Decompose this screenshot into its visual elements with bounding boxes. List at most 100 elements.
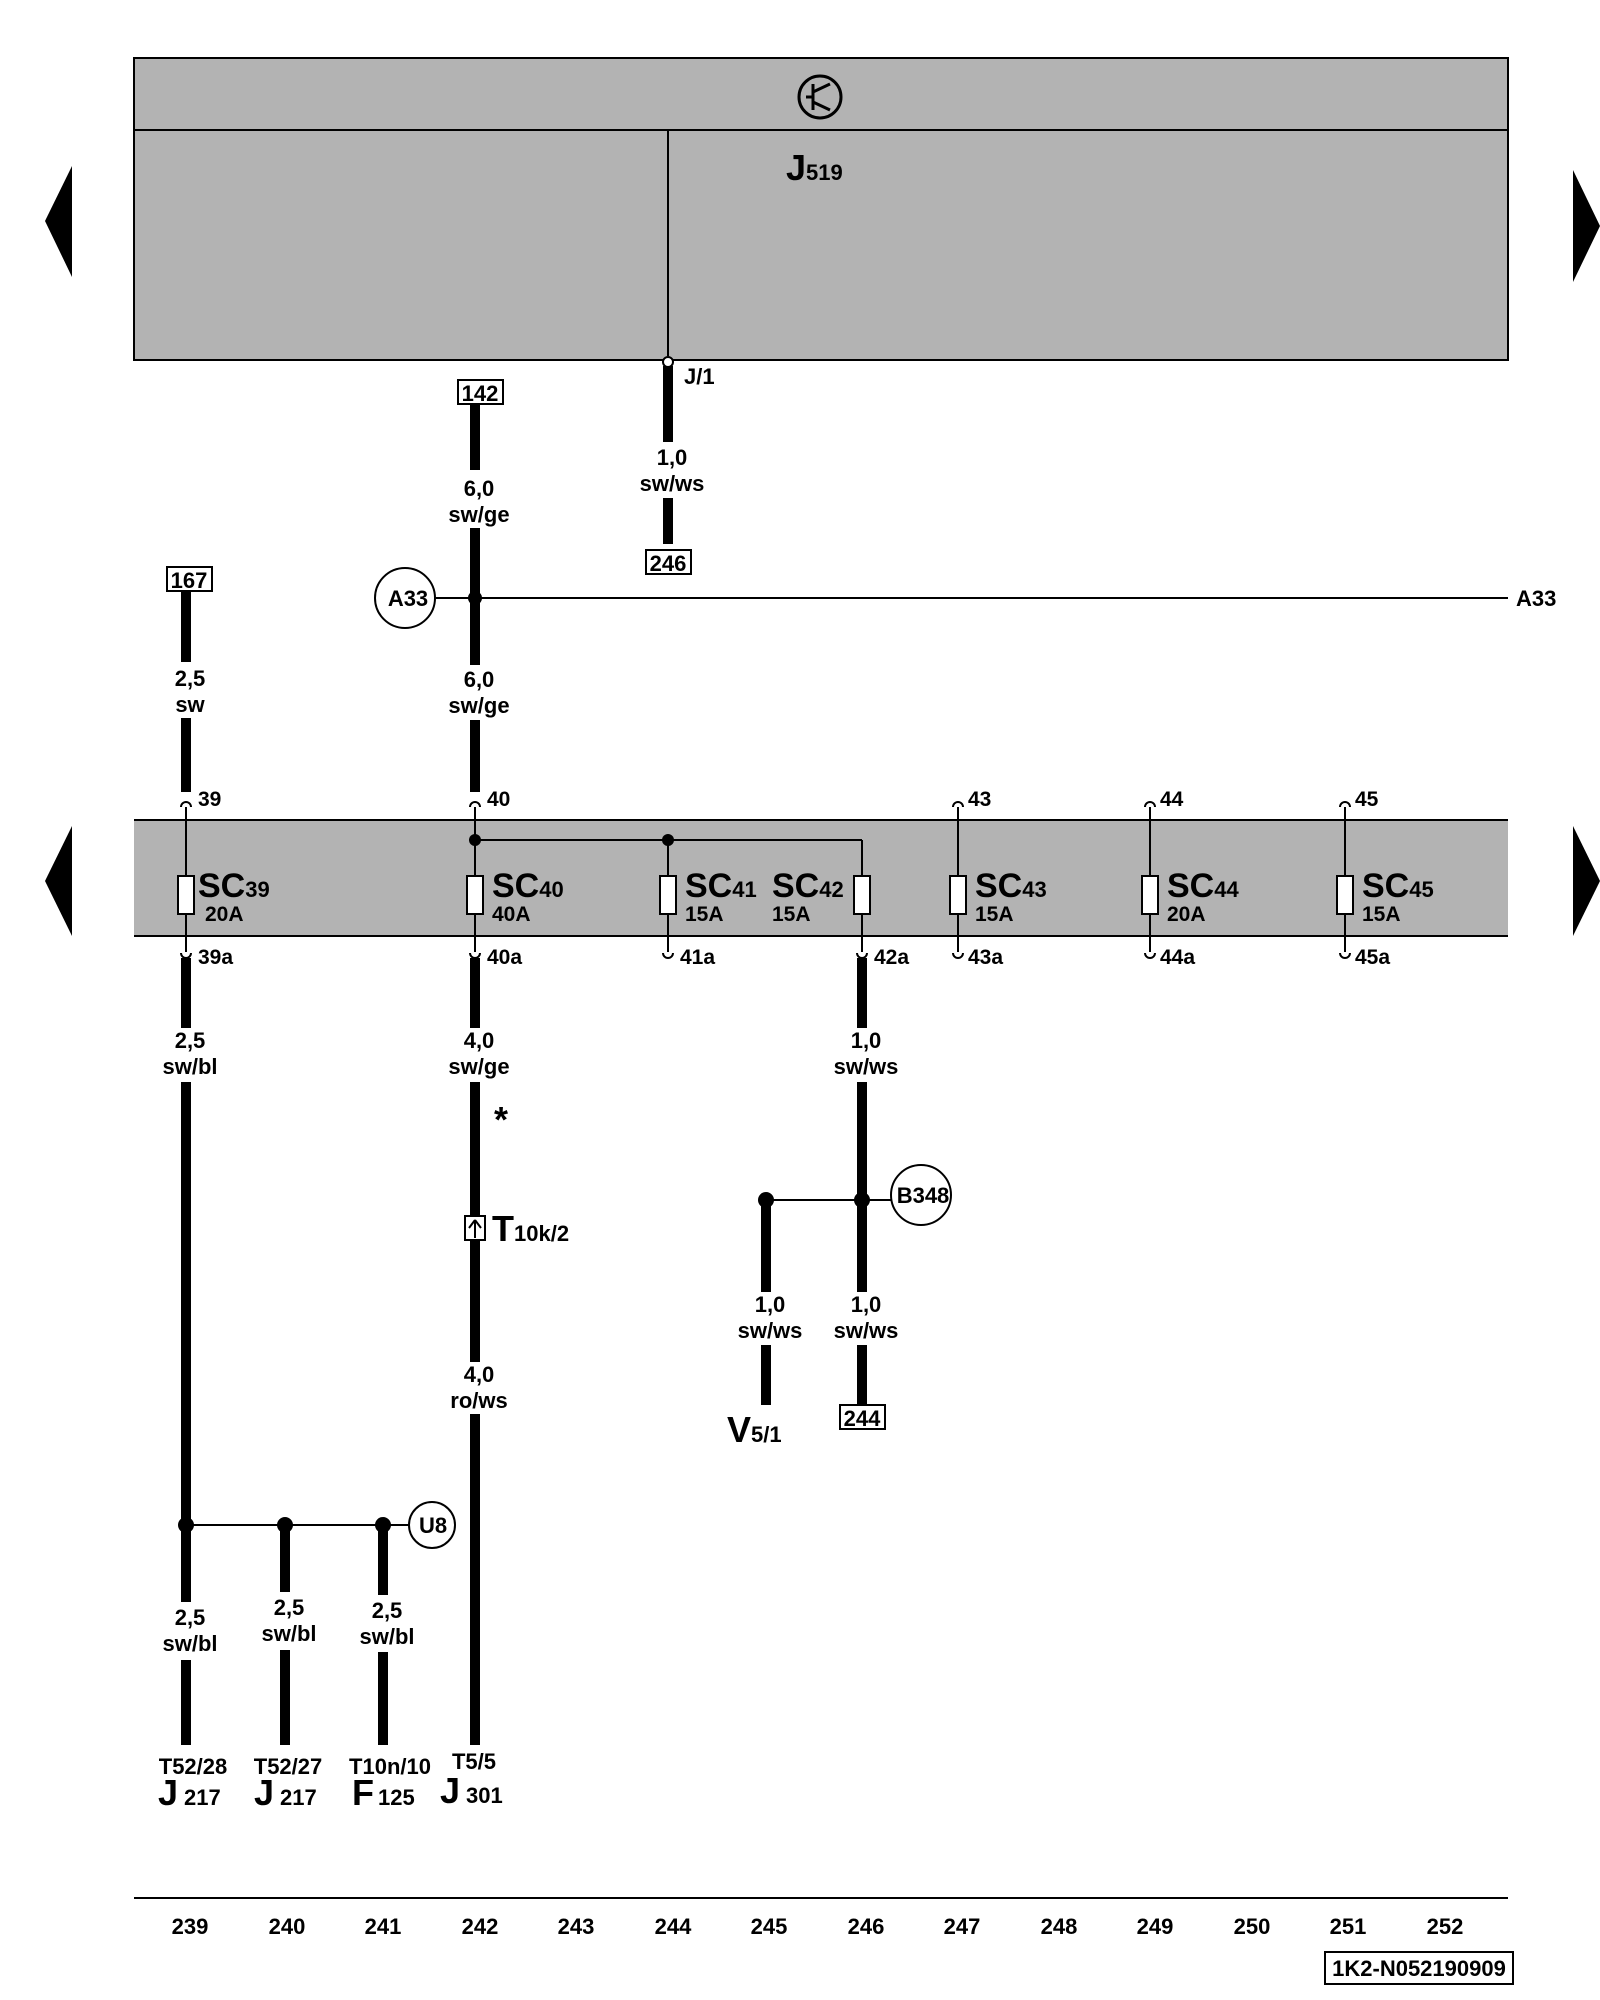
wire-color-t10k: ro/ws xyxy=(450,1388,507,1413)
terminal-44a: 44a xyxy=(1160,946,1195,969)
ref-box-167[interactable]: 167 xyxy=(166,566,213,593)
svg-text:15A: 15A xyxy=(772,903,811,926)
module-label: J519 xyxy=(786,147,843,188)
fuse-sc39[interactable]: SC39 20A xyxy=(198,867,270,926)
svg-text:15A: 15A xyxy=(685,903,724,926)
svg-text:1K2-N052190909: 1K2-N052190909 xyxy=(1332,1956,1506,1981)
ref-box-142[interactable]: 142 xyxy=(457,379,504,406)
svg-text:142: 142 xyxy=(462,381,499,406)
page-position-scale: 239 240 241 242 243 244 245 246 247 248 … xyxy=(172,1914,1464,1939)
svg-text:242: 242 xyxy=(462,1914,499,1939)
control-module-j519: J519 xyxy=(133,57,1509,361)
terminal-42a: 42a xyxy=(874,946,909,969)
svg-text:247: 247 xyxy=(944,1914,981,1939)
fuse-sc40[interactable]: SC40 40A xyxy=(492,867,564,926)
svg-text:15A: 15A xyxy=(975,903,1014,926)
wire-color-39a: sw/bl xyxy=(162,1054,217,1079)
svg-text:20A: 20A xyxy=(205,903,244,926)
svg-text:A33: A33 xyxy=(388,586,428,611)
svg-text:15A: 15A xyxy=(1362,903,1401,926)
wire-color-40a: sw/ge xyxy=(448,1054,509,1079)
svg-text:T52/28: T52/28 xyxy=(159,1754,228,1779)
connector-t10k-2[interactable]: T10k/2 xyxy=(464,1208,569,1249)
wire-size-j217a: 2,5 xyxy=(175,1605,206,1630)
svg-text:U8: U8 xyxy=(419,1513,447,1538)
svg-text:245: 245 xyxy=(751,1914,788,1939)
svg-text:SC45: SC45 xyxy=(1362,867,1434,905)
component-v5-1[interactable]: V5/1 xyxy=(727,1409,782,1450)
svg-text:167: 167 xyxy=(171,568,208,593)
terminal-40: 40 xyxy=(487,788,510,811)
wire-size-t10k: 4,0 xyxy=(464,1362,495,1387)
wire-size-40a: 4,0 xyxy=(464,1028,495,1053)
fuse-sc41[interactable]: SC41 15A xyxy=(685,867,757,926)
connection-a33-continues: A33 xyxy=(1516,586,1556,611)
document-code: 1K2-N052190909 xyxy=(1324,1951,1514,1985)
svg-text:244: 244 xyxy=(844,1406,881,1431)
wire-color-167: sw xyxy=(175,692,205,717)
wire-color-246: sw/ws xyxy=(640,471,705,496)
fuse-sc44[interactable]: SC44 20A xyxy=(1167,867,1239,926)
svg-text:T10k/2: T10k/2 xyxy=(492,1208,569,1249)
svg-text:240: 240 xyxy=(269,1914,306,1939)
svg-text:T5/5: T5/5 xyxy=(452,1749,496,1774)
terminal-43: 43 xyxy=(968,788,991,811)
connection-u8[interactable]: U8 xyxy=(408,1501,456,1549)
svg-text:SC40: SC40 xyxy=(492,867,564,905)
connection-b348[interactable]: B348 xyxy=(890,1164,952,1226)
ref-box-244[interactable]: 244 xyxy=(839,1404,886,1431)
terminal-45a: 45a xyxy=(1355,946,1390,969)
terminal-45: 45 xyxy=(1355,788,1379,811)
wire-size-244: 1,0 xyxy=(851,1292,882,1317)
terminal-40a: 40a xyxy=(487,946,522,969)
page-nav-right-middle-icon[interactable] xyxy=(1573,826,1600,936)
pin-label-j1: J/1 xyxy=(684,364,715,389)
svg-text:239: 239 xyxy=(172,1914,209,1939)
terminal-39a: 39a xyxy=(198,946,233,969)
svg-text:246: 246 xyxy=(650,551,687,576)
svg-text:T10n/10: T10n/10 xyxy=(349,1754,431,1779)
note-asterisk: * xyxy=(494,1099,508,1140)
transistor-symbol-icon xyxy=(797,74,843,120)
page-nav-right-top-icon[interactable] xyxy=(1573,170,1600,282)
svg-text:250: 250 xyxy=(1234,1914,1271,1939)
svg-text:SC41: SC41 xyxy=(685,867,757,905)
wire-color-j217a: sw/bl xyxy=(162,1631,217,1656)
svg-text:SC44: SC44 xyxy=(1167,867,1239,905)
wire-size-f125: 2,5 xyxy=(372,1598,403,1623)
terminal-41a: 41a xyxy=(680,946,715,969)
svg-text:20A: 20A xyxy=(1167,903,1206,926)
svg-text:249: 249 xyxy=(1137,1914,1174,1939)
connection-a33[interactable]: A33 xyxy=(374,567,436,629)
wire-color-42a: sw/ws xyxy=(834,1054,899,1079)
svg-text:SC43: SC43 xyxy=(975,867,1047,905)
wire-size-42a: 1,0 xyxy=(851,1028,882,1053)
wire-size-246: 1,0 xyxy=(657,445,688,470)
fuse-sc45[interactable]: SC45 15A xyxy=(1362,867,1434,926)
page-nav-left-top-icon[interactable] xyxy=(45,166,72,277)
svg-text:SC39: SC39 xyxy=(198,867,270,905)
terminal-39: 39 xyxy=(198,788,221,811)
fuse-sc42[interactable]: SC42 15A xyxy=(772,867,844,926)
page-nav-left-middle-icon[interactable] xyxy=(45,826,72,936)
ref-box-246[interactable]: 246 xyxy=(645,549,692,576)
fuse-symbols xyxy=(177,875,1354,915)
svg-text:246: 246 xyxy=(848,1914,885,1939)
svg-text:B348: B348 xyxy=(897,1183,950,1208)
wire-size-j217b: 2,5 xyxy=(274,1595,305,1620)
wire-color-244: sw/ws xyxy=(834,1318,899,1343)
svg-text:241: 241 xyxy=(365,1914,402,1939)
svg-text:244: 244 xyxy=(655,1914,692,1939)
wire-size-142: 6,0 xyxy=(464,476,495,501)
fuse-sc43[interactable]: SC43 15A xyxy=(975,867,1047,926)
wire-size-39a: 2,5 xyxy=(175,1028,206,1053)
svg-text:248: 248 xyxy=(1041,1914,1078,1939)
